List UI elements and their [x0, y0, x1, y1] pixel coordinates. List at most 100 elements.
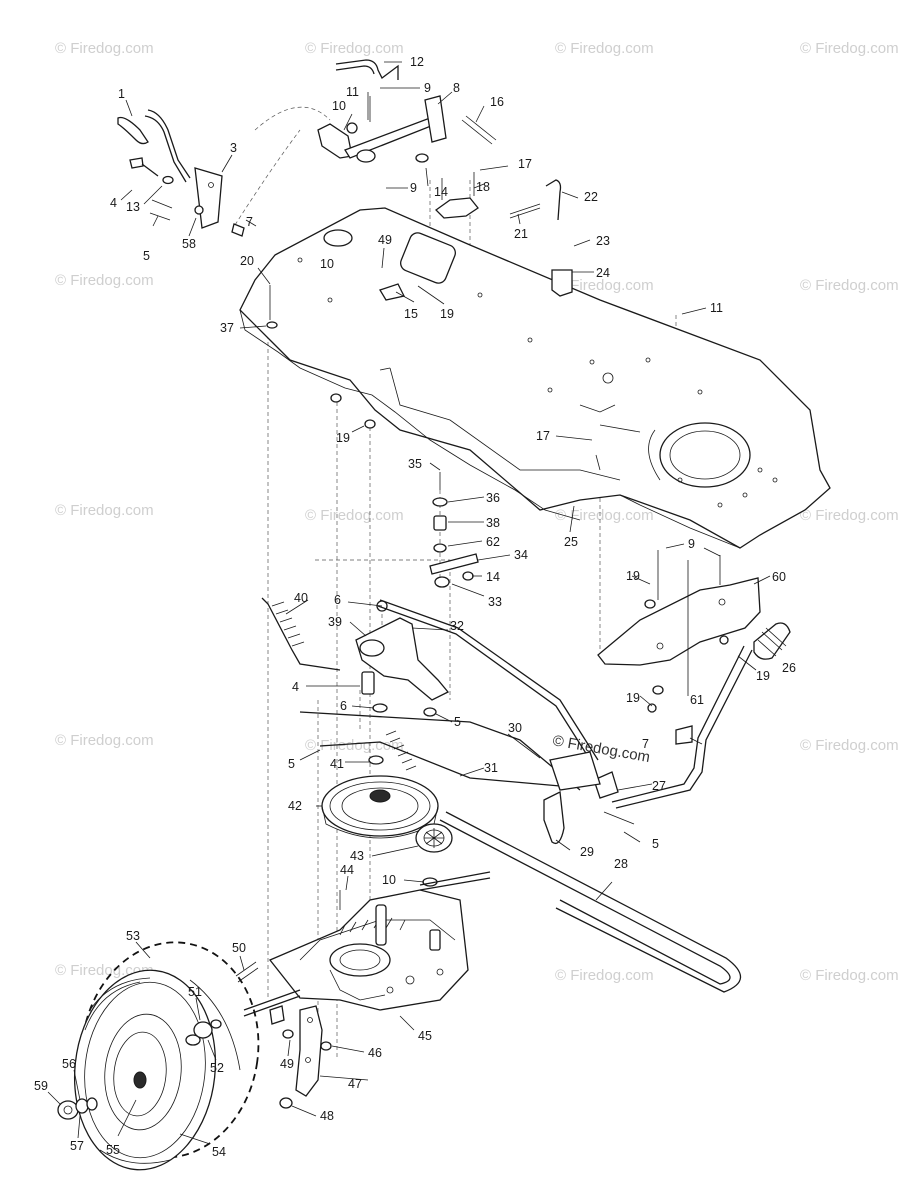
- callout-7: 7: [642, 737, 649, 751]
- callout-9: 9: [688, 537, 695, 551]
- callout-42: 42: [288, 799, 302, 813]
- idler-linkage: [261, 597, 601, 791]
- callout-11: 11: [710, 301, 723, 315]
- watermark-text: © Firedog.com: [55, 732, 154, 749]
- callout-16: 16: [490, 95, 504, 109]
- callout-19: 19: [626, 691, 640, 705]
- callout-27: 27: [652, 779, 666, 793]
- callout-21: 21: [514, 227, 528, 241]
- callout-38: 38: [486, 516, 500, 530]
- callout-45: 45: [418, 1029, 432, 1043]
- pulley-assembly: [321, 775, 453, 887]
- callout-30: 30: [508, 721, 522, 735]
- callout-29: 29: [580, 845, 594, 859]
- callout-62: 62: [486, 535, 500, 549]
- chassis-frame: [239, 207, 831, 549]
- callout-17: 17: [518, 157, 532, 171]
- callout-44: 44: [340, 863, 354, 877]
- callout-layer: 1 3 4 5 7 13 58 12 9 11 10 8 16 17 18 14…: [34, 55, 796, 1159]
- callout-37: 37: [220, 321, 234, 335]
- callout-56: 56: [62, 1057, 76, 1071]
- watermark-text: © Firedog.com: [305, 737, 404, 754]
- callout-32: 32: [450, 619, 464, 633]
- callout-7: 7: [246, 215, 253, 229]
- watermark-text: © Firedog.com: [800, 967, 899, 984]
- callout-46: 46: [368, 1046, 382, 1060]
- drive-belt: [439, 811, 742, 993]
- watermark-text: © Firedog.com: [55, 502, 154, 519]
- callout-5: 5: [454, 715, 461, 729]
- watermark-text: © Firedog.com: [555, 967, 654, 984]
- callout-24: 24: [596, 266, 610, 280]
- callout-10: 10: [320, 257, 334, 271]
- callout-49: 49: [378, 233, 392, 247]
- callout-28: 28: [614, 857, 628, 871]
- callout-8: 8: [453, 81, 460, 95]
- watermark-text: © Firedog.com: [305, 507, 404, 524]
- watermark-text: © Firedog.com: [800, 40, 899, 57]
- callout-57: 57: [70, 1139, 84, 1153]
- callout-9: 9: [424, 81, 431, 95]
- callout-4: 4: [292, 680, 299, 694]
- callout-41: 41: [330, 757, 344, 771]
- callout-10: 10: [382, 873, 396, 887]
- watermark-text: © Firedog.com: [800, 507, 899, 524]
- callout-50: 50: [232, 941, 246, 955]
- callout-19: 19: [756, 669, 770, 683]
- callout-18: 18: [476, 180, 490, 194]
- watermark-text: © Firedog.com: [555, 277, 654, 294]
- callout-53: 53: [126, 929, 140, 943]
- callout-49: 49: [280, 1057, 294, 1071]
- callout-61: 61: [690, 693, 704, 707]
- control-linkage: [317, 59, 562, 221]
- watermark-text: © Firedog.com: [800, 277, 899, 294]
- callout-6: 6: [340, 699, 347, 713]
- transaxle: [235, 871, 491, 1109]
- callout-20: 20: [240, 254, 254, 268]
- watermark-text: © Firedog.com: [305, 40, 404, 57]
- callout-17: 17: [536, 429, 550, 443]
- frame-hardware: [266, 285, 601, 588]
- watermark-text: © Firedog.com: [555, 40, 654, 57]
- callout-47: 47: [348, 1077, 362, 1091]
- watermark-layer: © Firedog.com © Firedog.com © Firedog.co…: [55, 40, 899, 984]
- callout-19: 19: [336, 431, 350, 445]
- callout-3: 3: [230, 141, 237, 155]
- callout-5: 5: [143, 249, 150, 263]
- callout-15: 15: [404, 307, 418, 321]
- callout-13: 13: [126, 200, 140, 214]
- callout-31: 31: [484, 761, 498, 775]
- callout-22: 22: [584, 190, 598, 204]
- rear-wheel-assembly: [57, 941, 260, 1171]
- callout-59: 59: [34, 1079, 48, 1093]
- callout-54: 54: [212, 1145, 226, 1159]
- callout-55: 55: [106, 1143, 120, 1157]
- callout-9: 9: [410, 181, 417, 195]
- callout-43: 43: [350, 849, 364, 863]
- callout-40: 40: [294, 591, 308, 605]
- callout-51: 51: [188, 985, 202, 999]
- callout-35: 35: [408, 457, 422, 471]
- callout-10: 10: [332, 99, 346, 113]
- callout-11: 11: [346, 85, 359, 99]
- callout-5: 5: [652, 837, 659, 851]
- callout-25: 25: [564, 535, 578, 549]
- callout-12: 12: [410, 55, 424, 69]
- callout-4: 4: [110, 196, 117, 210]
- callout-26: 26: [782, 661, 796, 675]
- callout-34: 34: [514, 548, 528, 562]
- watermark-text: © Firedog.com: [800, 737, 899, 754]
- pedal-bracket-assembly: [543, 550, 791, 845]
- leader-lines: [47, 61, 771, 1145]
- watermark-text: © Firedog.com: [55, 40, 154, 57]
- callout-23: 23: [596, 234, 610, 248]
- callout-5: 5: [288, 757, 295, 771]
- lift-handle-assembly: [117, 109, 245, 237]
- callout-14: 14: [486, 570, 500, 584]
- callout-6: 6: [334, 593, 341, 607]
- callout-52: 52: [210, 1061, 224, 1075]
- watermark-text: © Firedog.com: [55, 272, 154, 289]
- callout-48: 48: [320, 1109, 334, 1123]
- callout-19: 19: [440, 307, 454, 321]
